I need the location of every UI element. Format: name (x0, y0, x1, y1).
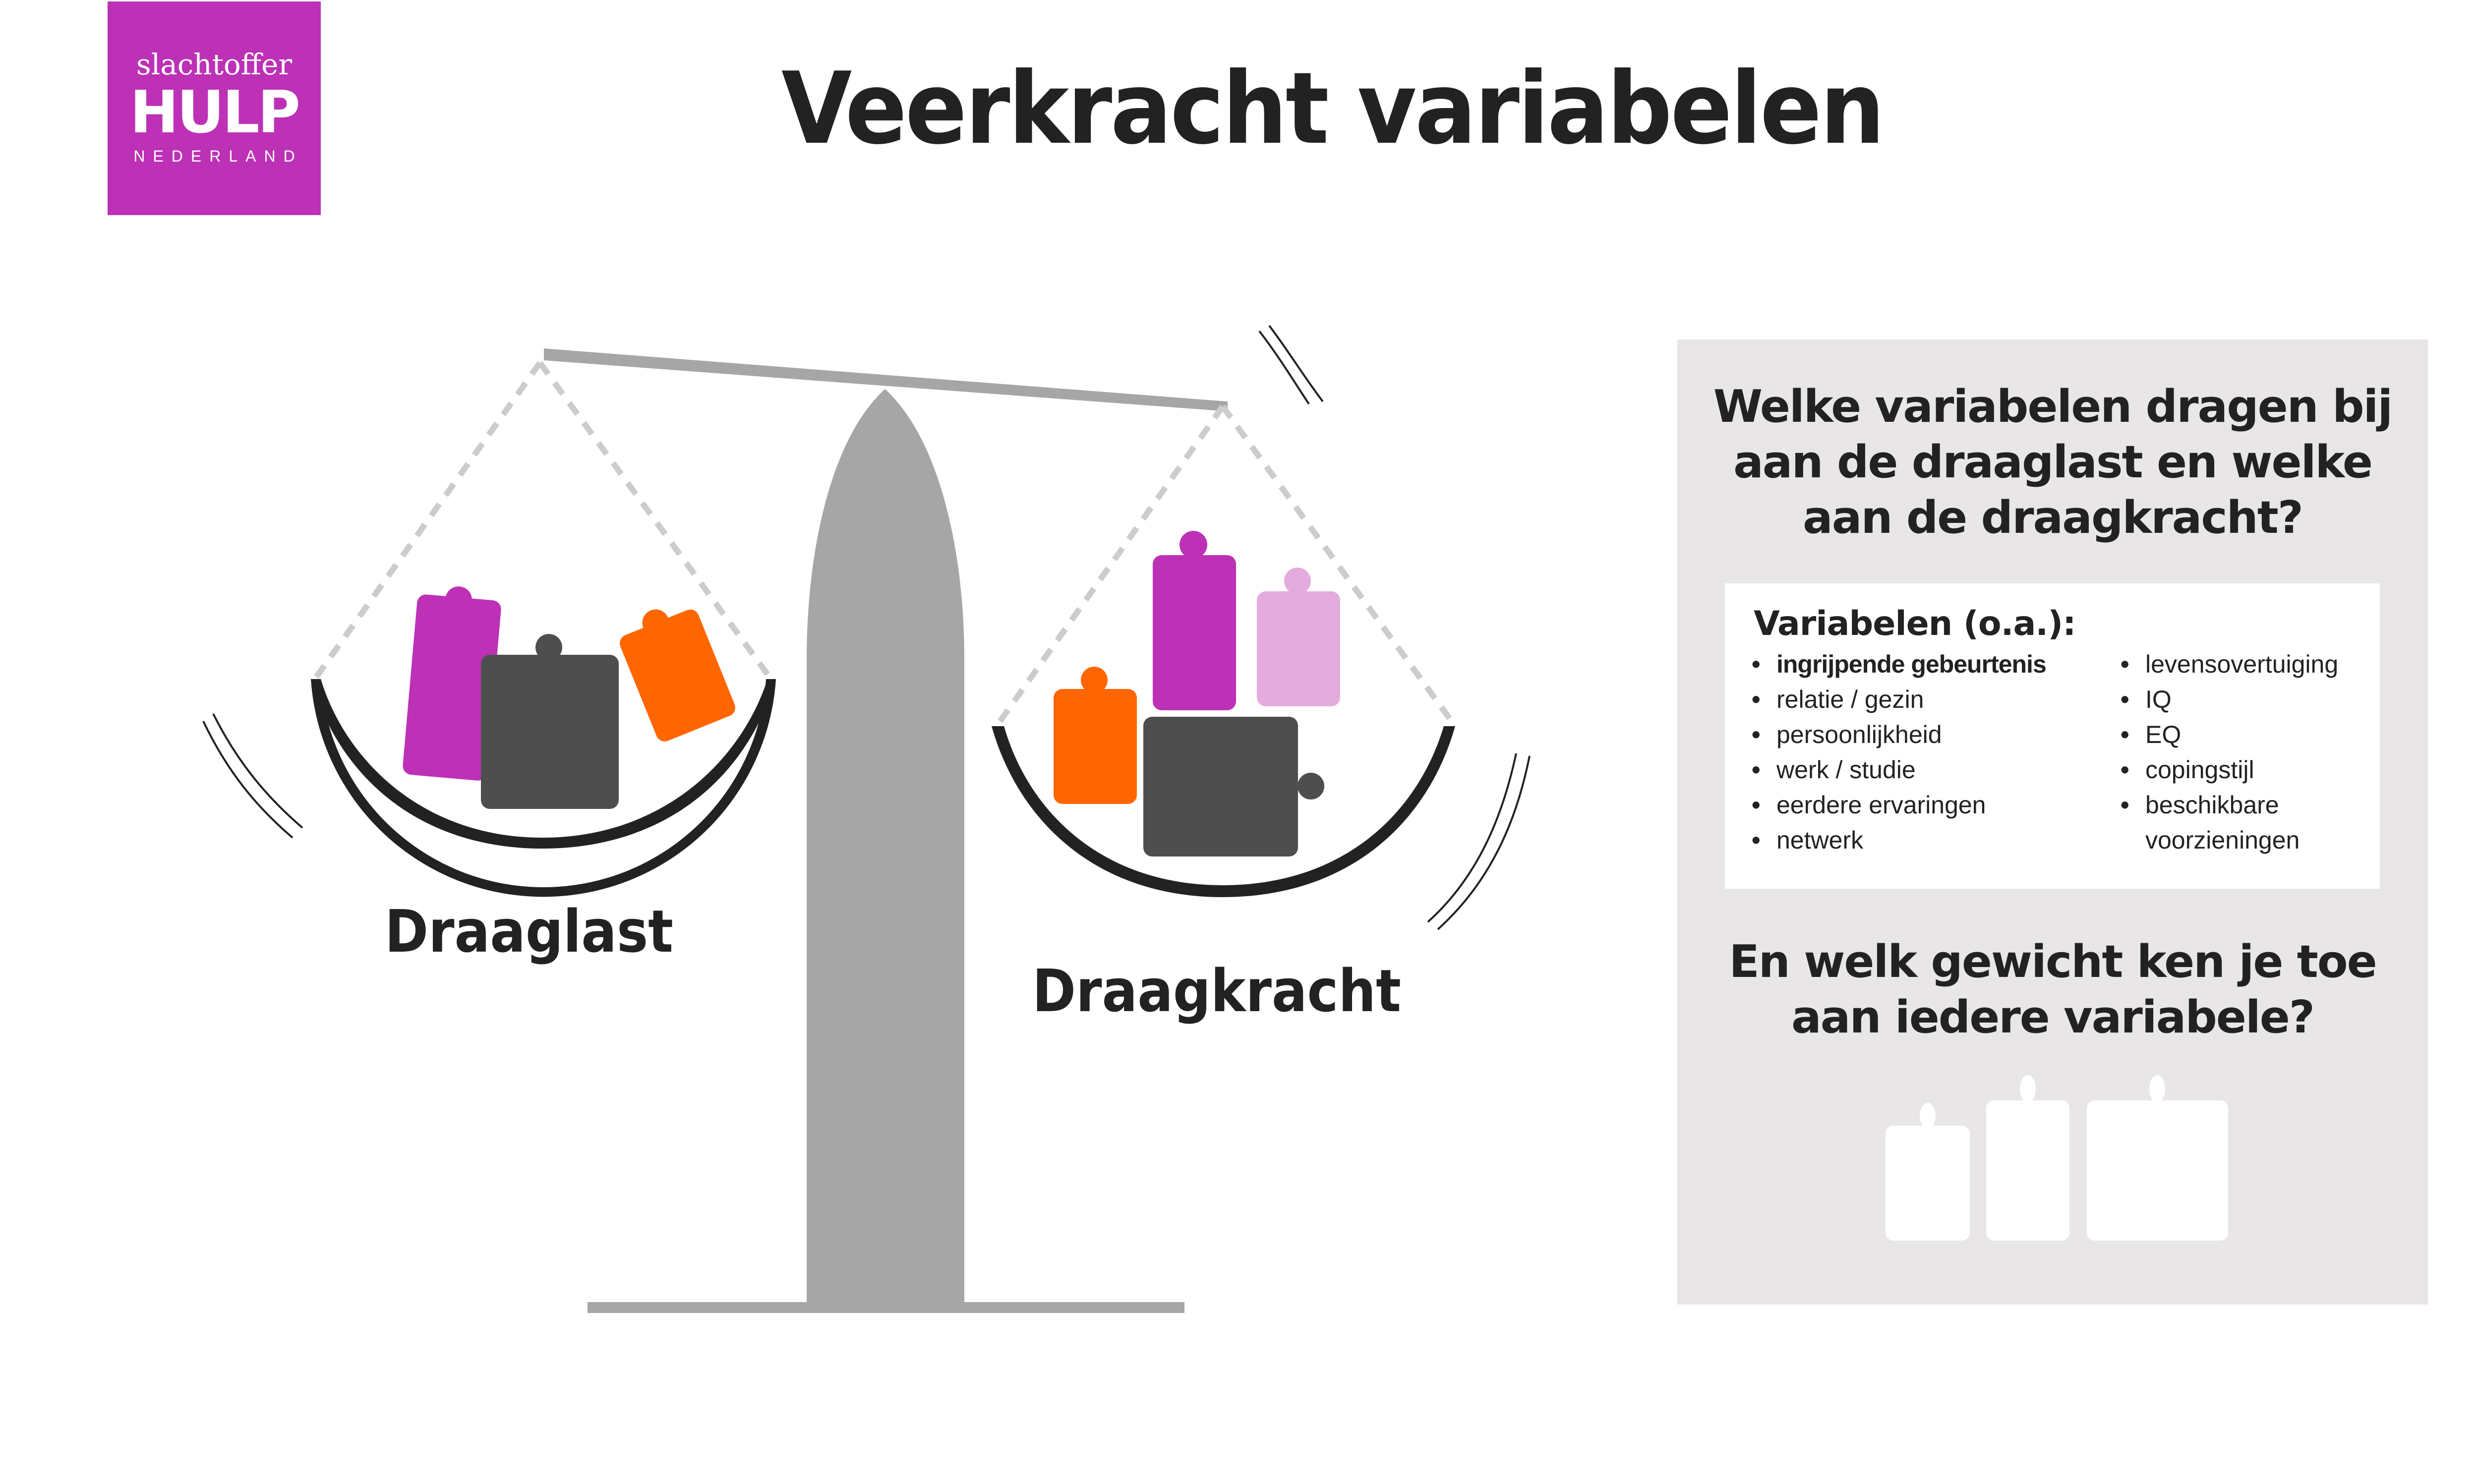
page-title: Veerkracht variabelen (781, 51, 1885, 167)
medium-white-weight-icon (1986, 1075, 2069, 1241)
purple-weight-icon (1153, 531, 1236, 710)
orange-weight-icon (620, 609, 735, 742)
question-gewicht: En welk gewicht ken je toe aan iedere va… (1677, 934, 2428, 1045)
small-white-weight-icon (1886, 1103, 1970, 1241)
list-item: relatie / gezin (1752, 682, 2046, 717)
right-pan-group (992, 325, 1531, 930)
variables-box: Variabelen (o.a.): ingrijpende gebeurten… (1725, 583, 2380, 889)
list-item: persoonlijkheid (1752, 717, 2046, 752)
list-item: copingstijl (2121, 752, 2338, 788)
slachtofferhulp-logo: slachtoffer HULP NEDERLAND (108, 1, 321, 215)
question1-line1: Welke variabelen dragen bij (1713, 381, 2393, 433)
question2-line2: aan iedere variabele? (1791, 991, 2315, 1043)
list-item: werk / studie (1752, 752, 2046, 788)
large-white-weight-icon (2087, 1075, 2228, 1241)
scale-base (588, 1302, 1184, 1313)
list-item: levensovertuiging (2121, 647, 2338, 682)
draagkracht-label: Draagkracht (1032, 957, 1401, 1025)
logo-text-hulp: HULP (129, 77, 300, 146)
list-item: EQ (2121, 717, 2338, 752)
list-item: beschikbare (2121, 788, 2338, 823)
question2-line1: En welk gewicht ken je toe (1729, 936, 2377, 988)
scale-beam (544, 348, 1228, 411)
logo-text-slachtoffer: slachtoffer (136, 47, 293, 81)
orange-weight-icon (1054, 667, 1137, 804)
list-item: IQ (2121, 682, 2338, 717)
list-item-continuation: voorzieningen (2145, 826, 2300, 854)
right-motion-lines (1258, 325, 1531, 930)
left-motion-lines (202, 713, 303, 839)
question1-line2: aan de draaglast en welke (1733, 436, 2373, 488)
variables-panel: Welke variabelen dragen bij aan de draag… (1677, 340, 2428, 1305)
variables-title: Variabelen (o.a.): (1754, 604, 2076, 643)
list-item: eerdere ervaringen (1752, 788, 2046, 823)
draaglast-label: Draaglast (385, 897, 673, 966)
variables-list-column-1: ingrijpende gebeurtenis relatie / gezin … (1752, 647, 2047, 858)
list-item: ingrijpende gebeurtenis (1752, 647, 2047, 682)
logo-text-nederland: NEDERLAND (133, 147, 303, 165)
question1-line3: aan de draagkracht? (1803, 492, 2303, 544)
dark-gray-weight-icon (481, 634, 619, 809)
question-draaglast-draagkracht: Welke variabelen dragen bij aan de draag… (1677, 379, 2428, 546)
light-pink-weight-icon (1257, 568, 1340, 706)
dark-gray-puzzle-weight-icon (1143, 717, 1324, 856)
list-item: netwerk (1752, 823, 2046, 858)
purple-weight-icon (403, 586, 501, 781)
left-pan-group (202, 361, 776, 897)
white-weights-illustration (1886, 1075, 2228, 1241)
variables-list-column-2: levensovertuiging IQ EQ copingstijl besc… (2121, 647, 2338, 858)
scale-post (807, 389, 964, 1309)
